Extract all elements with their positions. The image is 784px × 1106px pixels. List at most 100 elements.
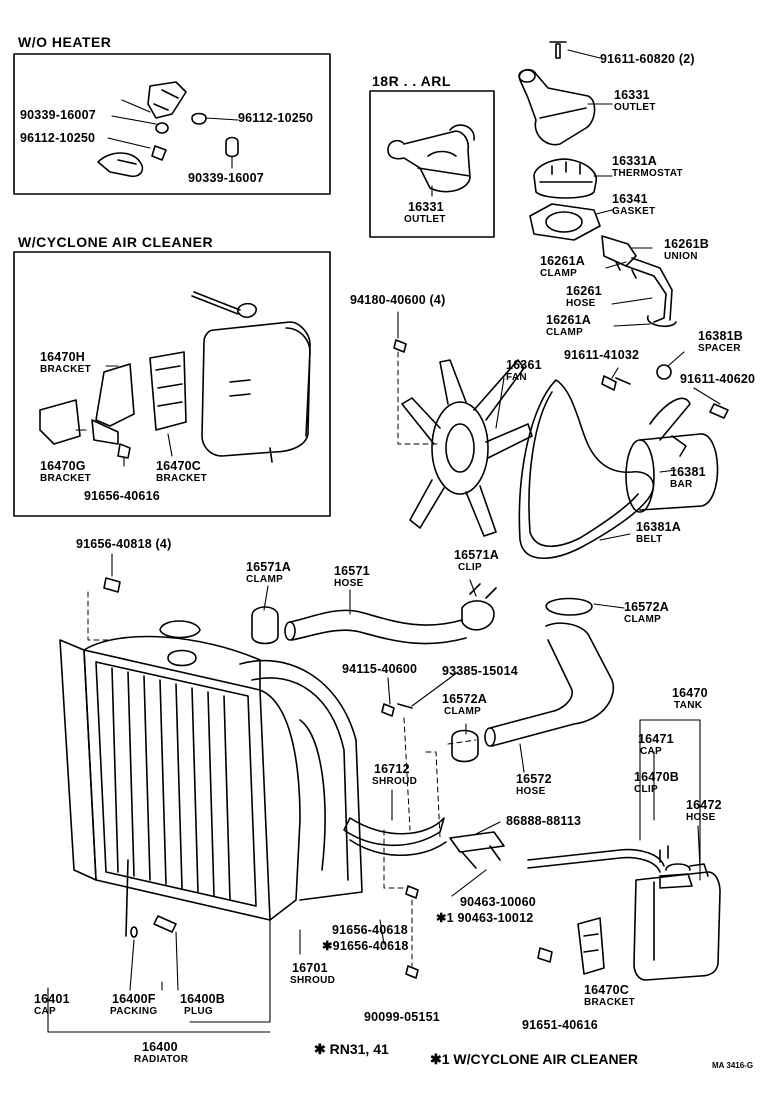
label-16470C-cy-name: BRACKET: [156, 473, 207, 484]
wo-heater-parts: [97, 81, 239, 178]
label-91611-40620: 91611-40620: [680, 372, 756, 386]
label-wo-96112-10250-a: 96112-10250: [238, 111, 314, 125]
label-16470B-name: CLIP: [634, 784, 658, 795]
label-16400F: 16400F: [112, 992, 156, 1006]
small-brackets-part: [103, 577, 505, 979]
label-16261-name: HOSE: [566, 298, 596, 309]
label-16571A-2-name: CLIP: [458, 562, 482, 573]
label-16471-name: CAP: [640, 746, 663, 757]
fan-16361-part: [401, 359, 533, 537]
fan-shroud-16701-part: [239, 659, 363, 901]
label-16400B-name: PLUG: [184, 1006, 213, 1017]
label-16261A-2: 16261A: [546, 313, 591, 327]
label-16470C: 16470C: [584, 983, 629, 997]
label-16261B-name: UNION: [664, 251, 698, 262]
label-wo-96112-10250-b: 96112-10250: [20, 131, 96, 145]
label-94115-40600: 94115-40600: [342, 662, 418, 676]
shroud-16712-part: [343, 817, 447, 857]
label-16470G: 16470G: [40, 459, 86, 473]
label-16401-name: CAP: [34, 1006, 57, 1017]
label-wo-90339-16007-b: 90339-16007: [188, 171, 264, 185]
label-16331A: 16331A: [612, 154, 657, 168]
label-16472: 16472: [686, 798, 722, 812]
label-16331A-name: THERMOSTAT: [612, 168, 683, 179]
wo-heater-inset-box: [13, 53, 331, 195]
label-16470G-name: BRACKET: [40, 473, 91, 484]
label-16712-name: SHROUD: [372, 776, 418, 787]
label-16572A-1: 16572A: [624, 600, 669, 614]
label-16400F-name: PACKING: [110, 1006, 158, 1017]
upper-hose-16571-part: [251, 583, 497, 645]
alternator-bar-16381-part: [625, 397, 719, 513]
section-arl: 18R . . ARL: [372, 73, 451, 89]
leader-lines: [47, 49, 721, 1033]
label-16381A: 16381A: [636, 520, 681, 534]
footer-note-cyclone: ✱1 W/CYCLONE AIR CLEANER: [430, 1051, 638, 1067]
label-16572A-2-name: CLAMP: [444, 706, 482, 717]
overflow-tank-16470-part: [527, 845, 721, 981]
section-wo-heater: W/O HEATER: [18, 34, 112, 50]
label-91611-60820: 91611-60820 (2): [600, 52, 695, 66]
label-16572A-1-name: CLAMP: [624, 614, 662, 625]
label-16261: 16261: [566, 284, 602, 298]
label-16400B: 16400B: [180, 992, 225, 1006]
arl-outlet-part: [387, 124, 475, 197]
gasket-16341-part: [529, 203, 601, 241]
label-16381-name: BAR: [670, 479, 693, 490]
label-16381B-name: SPACER: [698, 343, 741, 354]
cyclone-tank-part: [191, 291, 311, 463]
label-16361-name: FAN: [506, 372, 527, 383]
label-16701-name: SHROUD: [290, 975, 336, 986]
label-16341: 16341: [612, 192, 648, 206]
label-16331-name: OUTLET: [614, 102, 656, 113]
label-arl-16331: 16331: [408, 200, 444, 214]
label-93385-15014: 93385-15014: [442, 664, 518, 678]
label-91656-40818: 91656-40818 (4): [76, 537, 172, 551]
spacer-and-bolts: [393, 339, 729, 419]
label-16472-name: HOSE: [686, 812, 716, 823]
wo-heater-leader-lines: [107, 99, 239, 169]
label-16571A-1: 16571A: [246, 560, 291, 574]
label-16470H-name: BRACKET: [40, 364, 91, 375]
label-16572: 16572: [516, 772, 552, 786]
dashed-lines: [87, 351, 477, 967]
arl-inset-box: [369, 90, 495, 238]
label-91656-40616: 91656-40616: [84, 489, 160, 503]
label-16261A-1: 16261A: [540, 254, 585, 268]
cyclone-leader-lines: [75, 365, 173, 467]
label-16470C-name: BRACKET: [584, 997, 635, 1008]
label-94180-40600: 94180-40600 (4): [350, 293, 446, 307]
label-16381: 16381: [670, 465, 706, 479]
label-91656-40618: 91656-40618: [332, 923, 408, 937]
label-16261A-2-name: CLAMP: [546, 327, 584, 338]
label-16361: 16361: [506, 358, 542, 372]
label-16400-name: RADIATOR: [134, 1054, 189, 1065]
label-16470B: 16470B: [634, 770, 679, 784]
label-16470C-cy: 16470C: [156, 459, 201, 473]
label-16470H: 16470H: [40, 350, 85, 364]
label-86888-88113: 86888-88113: [506, 814, 582, 828]
belt-16381A-part: [518, 379, 655, 560]
heater-hose-part: [601, 235, 677, 328]
label-16571: 16571: [334, 564, 370, 578]
label-16341-name: GASKET: [612, 206, 656, 217]
label-90463-10012: ✱1 90463-10012: [436, 911, 534, 925]
label-16701: 16701: [292, 961, 328, 975]
label-16712: 16712: [374, 762, 410, 776]
label-16571-name: HOSE: [334, 578, 364, 589]
label-16571A-2: 16571A: [454, 548, 499, 562]
label-16381A-name: BELT: [636, 534, 663, 545]
label-16381B: 16381B: [698, 329, 743, 343]
radiator-16400-part: [59, 620, 301, 937]
lower-hose-16572-part: [451, 597, 615, 763]
label-16401: 16401: [34, 992, 70, 1006]
label-16331: 16331: [614, 88, 650, 102]
label-90099-05151: 90099-05151: [364, 1010, 440, 1024]
footer-note-rn31: ✱ RN31, 41: [314, 1041, 389, 1057]
cyclone-brackets-part: [39, 351, 187, 459]
label-16470: 16470: [672, 686, 708, 700]
label-16572A-2: 16572A: [442, 692, 487, 706]
label-90463-10060: 90463-10060: [460, 895, 536, 909]
label-91611-41032: 91611-41032: [564, 348, 640, 362]
